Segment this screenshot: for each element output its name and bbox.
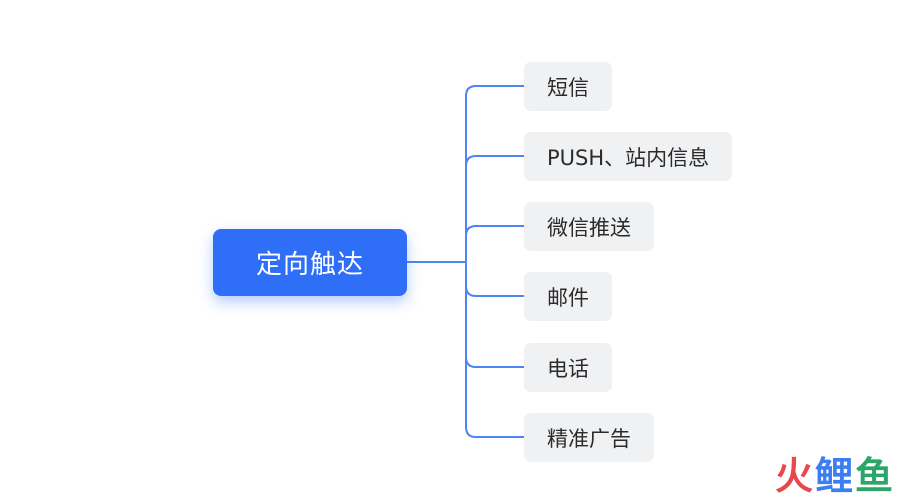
child-node-label: 精准广告 xyxy=(547,426,631,451)
watermark-char: 鱼 xyxy=(854,454,893,498)
branch-1 xyxy=(465,155,524,167)
watermark-logo: 火 鲤 鱼 xyxy=(775,457,893,495)
child-node-label: PUSH、站内信息 xyxy=(547,145,710,170)
watermark-char: 鲤 xyxy=(814,454,853,498)
branch-5 xyxy=(465,426,524,438)
child-node-label: 邮件 xyxy=(547,285,589,310)
branch-3 xyxy=(465,285,524,297)
child-node-label: 短信 xyxy=(547,75,589,100)
branch-2 xyxy=(465,225,524,237)
child-node-email[interactable]: 邮件 xyxy=(524,272,612,321)
child-node-phone[interactable]: 电话 xyxy=(524,343,612,392)
child-node-ads[interactable]: 精准广告 xyxy=(524,413,654,462)
branch-0 xyxy=(465,85,524,97)
child-node-sms[interactable]: 短信 xyxy=(524,62,612,111)
watermark-char: 火 xyxy=(774,454,813,498)
child-node-label: 电话 xyxy=(547,356,589,381)
child-node-label: 微信推送 xyxy=(547,215,631,240)
root-node[interactable]: 定向触达 xyxy=(213,229,407,296)
branch-4 xyxy=(465,356,524,368)
child-node-push[interactable]: PUSH、站内信息 xyxy=(524,132,733,181)
child-node-wechat[interactable]: 微信推送 xyxy=(524,202,654,251)
root-node-label: 定向触达 xyxy=(255,250,364,280)
